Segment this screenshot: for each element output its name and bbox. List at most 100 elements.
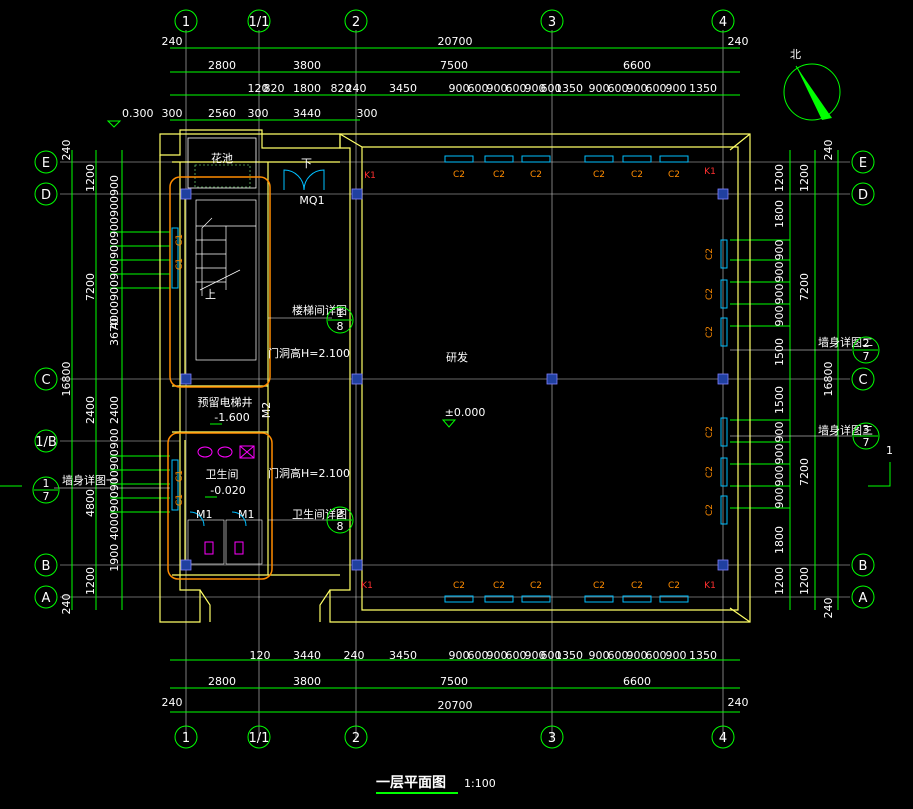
door-m2: M2 bbox=[260, 402, 273, 419]
axis-bottom-4: 4 bbox=[711, 725, 735, 749]
svg-text:600: 600 bbox=[541, 82, 562, 95]
svg-text:600: 600 bbox=[506, 82, 527, 95]
svg-text:16800: 16800 bbox=[822, 362, 835, 397]
wall-note-h2: 门洞高H=2.100 bbox=[268, 466, 350, 480]
svg-text:3800: 3800 bbox=[293, 675, 321, 688]
svg-text:1200: 1200 bbox=[773, 567, 786, 595]
svg-text:900: 900 bbox=[773, 444, 786, 465]
svg-text:2: 2 bbox=[352, 731, 360, 746]
svg-text:D: D bbox=[41, 188, 51, 203]
svg-text:900: 900 bbox=[773, 240, 786, 261]
svg-text:D: D bbox=[858, 188, 868, 203]
svg-text:20700: 20700 bbox=[438, 699, 473, 712]
svg-text:820: 820 bbox=[264, 82, 285, 95]
svg-text:1/1: 1/1 bbox=[249, 15, 270, 30]
svg-text:240: 240 bbox=[728, 35, 749, 48]
left-detail-note: 墙身详图一 bbox=[62, 473, 117, 487]
wc-level: -0.020 bbox=[210, 484, 245, 497]
stair-detail-note: 楼梯间详图 bbox=[292, 303, 347, 317]
svg-text:C2: C2 bbox=[493, 170, 505, 180]
columns bbox=[180, 188, 729, 571]
svg-text:7200: 7200 bbox=[798, 273, 811, 301]
svg-text:2400: 2400 bbox=[108, 396, 121, 424]
svg-text:7: 7 bbox=[43, 490, 50, 503]
window-tags: C2 C2 C2 C2 C2 C2 C2 C2 C2 C2 C2 C2 C2 C… bbox=[175, 167, 716, 591]
svg-text:900: 900 bbox=[487, 649, 508, 662]
svg-text:4800: 4800 bbox=[84, 489, 97, 517]
svg-text:C2: C2 bbox=[631, 581, 643, 591]
elevator-level: -1.600 bbox=[214, 411, 249, 424]
floor-level-mark bbox=[441, 419, 457, 428]
svg-text:16800: 16800 bbox=[60, 362, 73, 397]
axis-right-E: E bbox=[851, 150, 875, 174]
svg-text:1900 4000900900900900: 1900 4000900900900900 bbox=[108, 428, 121, 571]
elevator-label: 预留电梯井 bbox=[198, 395, 253, 409]
svg-text:900: 900 bbox=[627, 82, 648, 95]
svg-text:600: 600 bbox=[608, 82, 629, 95]
svg-text:C1: C1 bbox=[175, 258, 185, 270]
svg-text:7200: 7200 bbox=[798, 458, 811, 486]
door-m1-b: M1 bbox=[238, 508, 255, 521]
axis-left-E: E bbox=[34, 150, 58, 174]
svg-text:3: 3 bbox=[548, 15, 556, 30]
svg-text:K1: K1 bbox=[361, 581, 373, 591]
svg-text:1800: 1800 bbox=[773, 200, 786, 228]
svg-text:C: C bbox=[41, 373, 50, 388]
svg-text:2: 2 bbox=[863, 337, 870, 350]
svg-text:240: 240 bbox=[60, 140, 73, 161]
svg-text:A: A bbox=[859, 591, 868, 606]
svg-text:B: B bbox=[859, 559, 868, 574]
svg-text:6600: 6600 bbox=[623, 59, 651, 72]
svg-text:7: 7 bbox=[863, 436, 870, 449]
walls bbox=[159, 129, 751, 623]
svg-text:240: 240 bbox=[822, 598, 835, 619]
svg-text:2400: 2400 bbox=[84, 396, 97, 424]
svg-text:1350: 1350 bbox=[689, 82, 717, 95]
outside-level: 0.300 bbox=[122, 107, 154, 120]
svg-text:120: 120 bbox=[248, 82, 269, 95]
svg-text:4: 4 bbox=[719, 731, 727, 746]
svg-text:2800: 2800 bbox=[208, 675, 236, 688]
svg-text:7500: 7500 bbox=[440, 675, 468, 688]
axis-top-4: 4 bbox=[711, 9, 735, 33]
svg-text:8: 8 bbox=[337, 520, 344, 533]
svg-text:600: 600 bbox=[468, 82, 489, 95]
svg-text:1200: 1200 bbox=[798, 164, 811, 192]
svg-text:3440: 3440 bbox=[293, 107, 321, 120]
svg-text:1/B: 1/B bbox=[35, 435, 57, 450]
svg-text:1200: 1200 bbox=[773, 164, 786, 192]
axis-left-C: C bbox=[34, 367, 58, 391]
svg-text:1500: 1500 bbox=[773, 386, 786, 414]
svg-text:C2: C2 bbox=[593, 581, 605, 591]
svg-text:3450: 3450 bbox=[389, 649, 417, 662]
svg-text:E: E bbox=[42, 156, 50, 171]
axis-bottom-3: 3 bbox=[540, 725, 564, 749]
svg-text:K1: K1 bbox=[704, 581, 716, 591]
svg-text:300: 300 bbox=[357, 107, 378, 120]
svg-text:2800: 2800 bbox=[208, 59, 236, 72]
svg-text:3670: 3670 bbox=[108, 318, 121, 346]
svg-text:300: 300 bbox=[162, 107, 183, 120]
north-arrow bbox=[783, 63, 841, 121]
svg-text:900: 900 bbox=[666, 649, 687, 662]
svg-text:900: 900 bbox=[525, 649, 546, 662]
svg-text:600: 600 bbox=[506, 649, 527, 662]
svg-text:1: 1 bbox=[182, 731, 190, 746]
svg-text:C2: C2 bbox=[668, 170, 680, 180]
svg-text:C2: C2 bbox=[668, 581, 680, 591]
windows bbox=[171, 155, 728, 603]
planter: 花池 bbox=[187, 137, 257, 189]
svg-text:300: 300 bbox=[248, 107, 269, 120]
svg-text:7500: 7500 bbox=[440, 59, 468, 72]
svg-text:K1: K1 bbox=[364, 171, 376, 181]
svg-text:900: 900 bbox=[525, 82, 546, 95]
svg-text:820: 820 bbox=[331, 82, 352, 95]
drawing-title: 一层平面图 bbox=[376, 775, 446, 791]
axis-left-B: B bbox=[34, 553, 58, 577]
svg-text:C1: C1 bbox=[175, 234, 185, 246]
stair-up-label: 上 bbox=[205, 288, 216, 301]
wc-fixtures bbox=[187, 445, 263, 565]
svg-text:240: 240 bbox=[822, 140, 835, 161]
main-door-swing bbox=[189, 169, 325, 527]
svg-text:900: 900 bbox=[773, 488, 786, 509]
